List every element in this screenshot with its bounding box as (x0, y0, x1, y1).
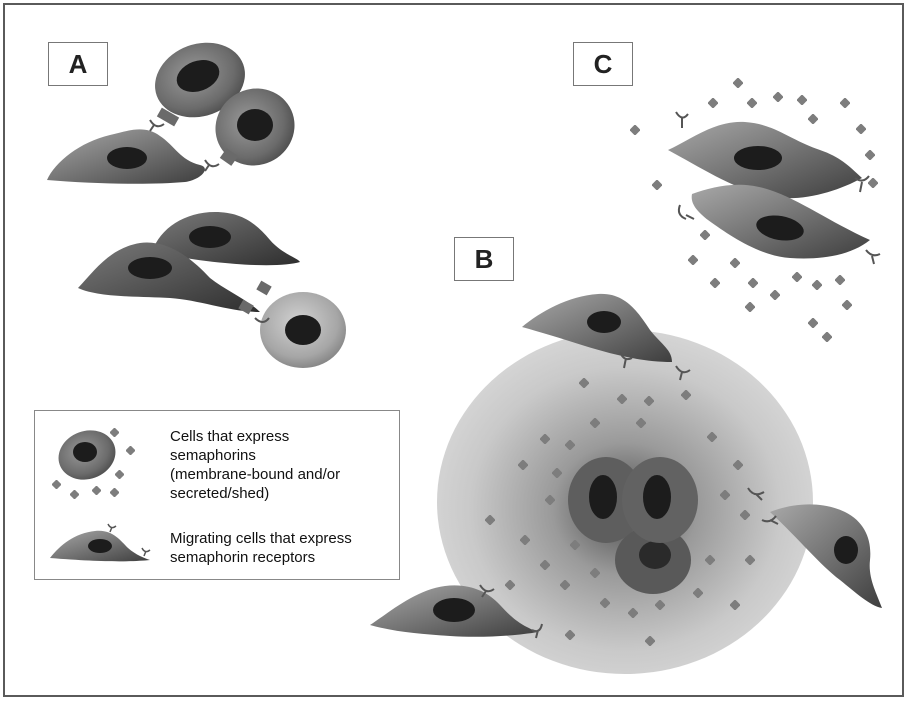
panel-label-c: C (573, 42, 633, 86)
legend-line: semaphorin receptors (170, 548, 395, 567)
migrating-cell (692, 185, 870, 259)
panel-label-a: A (48, 42, 108, 86)
legend-line: (membrane-bound and/or (170, 465, 395, 484)
panel-label-b: B (454, 237, 514, 281)
migrating-cell (668, 122, 862, 198)
legend-line: Cells that express (170, 427, 395, 446)
legend-line: secreted/shed) (170, 484, 395, 503)
legend-migrating-cells-text: Migrating cells that express semaphorin … (170, 529, 395, 567)
migrating-cell (47, 129, 205, 183)
semaphorin-expressing-cell (260, 292, 346, 368)
legend-semaphorin-cells-text: Cells that express semaphorins (membrane… (170, 427, 395, 503)
panel-b-illustration (370, 294, 882, 674)
legend-line: semaphorins (170, 446, 395, 465)
legend-line: Migrating cells that express (170, 529, 395, 548)
panel-c-illustration (629, 77, 880, 342)
legend-box: Cells that express semaphorins (membrane… (34, 410, 400, 580)
